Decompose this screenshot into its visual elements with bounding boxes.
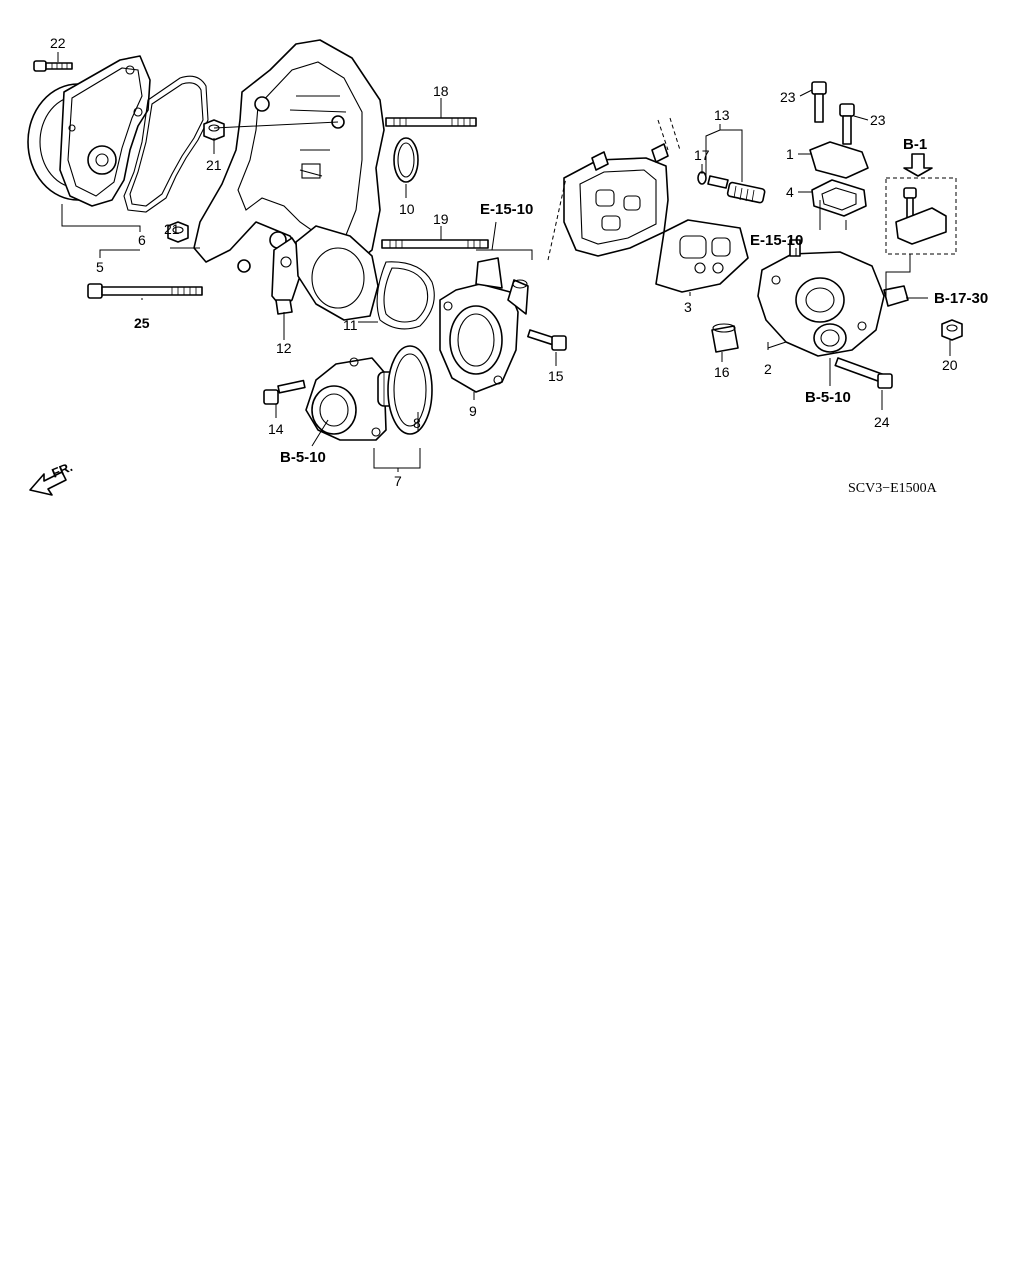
pump-gasket-6 xyxy=(123,75,209,213)
water-outlet-9 xyxy=(439,257,529,393)
callout-7: 7 xyxy=(394,473,402,489)
nut-21-top xyxy=(203,119,225,141)
callout-14: 14 xyxy=(268,421,284,437)
reference-labels: E-15-10 E-15-10 B-5-10 B-5-10 B-17-30 B-… xyxy=(280,136,988,466)
callout-24: 24 xyxy=(874,414,890,430)
callouts: 22 21 6 5 21 18 10 19 25 11 12 15 9 14 8… xyxy=(50,35,958,489)
gasket-3 xyxy=(655,219,749,293)
callout-1: 1 xyxy=(786,146,794,162)
callout-22: 22 xyxy=(50,35,66,51)
gasket-4 xyxy=(811,179,867,217)
callout-12: 12 xyxy=(276,340,292,356)
callout-11: 11 xyxy=(343,317,358,333)
o-ring-10 xyxy=(393,137,419,183)
callout-19: 19 xyxy=(433,211,449,227)
stud-19 xyxy=(381,239,489,249)
callout-15: 15 xyxy=(548,368,564,384)
fitting-16 xyxy=(711,323,739,353)
bracket-12 xyxy=(271,237,301,315)
callout-6: 6 xyxy=(138,232,146,248)
callout-4: 4 xyxy=(786,184,794,200)
bolt-22 xyxy=(33,60,73,72)
front-direction-arrow xyxy=(29,471,67,496)
callout-25: 25 xyxy=(134,315,150,331)
callout-9: 9 xyxy=(469,403,477,419)
stud-18 xyxy=(385,117,477,127)
callout-21-top: 21 xyxy=(206,157,222,173)
callout-17: 17 xyxy=(694,147,710,163)
ref-e-15-10-right: E-15-10 xyxy=(750,232,803,249)
callout-23-left: 23 xyxy=(780,89,796,105)
engine-housing xyxy=(193,39,385,273)
leader-lines xyxy=(57,52,951,472)
nut-21-lower xyxy=(167,221,189,243)
ref-e-15-10-center: E-15-10 xyxy=(480,201,533,218)
water-pump xyxy=(27,55,151,207)
callout-23-right: 23 xyxy=(870,112,886,128)
ref-b-5-10-right: B-5-10 xyxy=(805,389,851,406)
bolt-23-right xyxy=(839,103,855,145)
nut-20 xyxy=(941,319,963,341)
gasket-11 xyxy=(376,261,435,330)
sensor-13 xyxy=(707,175,766,204)
callout-13: 13 xyxy=(714,107,730,123)
bolt-23-left xyxy=(811,81,827,123)
callout-8: 8 xyxy=(413,415,421,431)
bolt-25 xyxy=(87,283,203,299)
manifold-section xyxy=(547,117,681,261)
bolt-15 xyxy=(527,329,567,351)
thermostat-gasket-8 xyxy=(387,345,433,435)
bolt-24 xyxy=(834,357,893,389)
coolant-housing-2 xyxy=(757,239,909,357)
callout-20: 20 xyxy=(942,357,958,373)
outlet-gasket-plate xyxy=(295,225,379,321)
front-direction-label: FR. xyxy=(50,459,75,481)
cover-plate-1 xyxy=(809,141,869,179)
callout-5: 5 xyxy=(96,259,104,275)
callout-21-lower: 21 xyxy=(164,221,180,237)
callout-3: 3 xyxy=(684,299,692,315)
callout-18: 18 xyxy=(433,83,449,99)
ref-b-5-10-left: B-5-10 xyxy=(280,449,326,466)
callout-2: 2 xyxy=(764,361,772,377)
callout-16: 16 xyxy=(714,364,730,380)
ref-b-17-30: B-17-30 xyxy=(934,290,988,307)
ref-b-1: B-1 xyxy=(903,136,927,153)
b1-inset xyxy=(885,153,957,255)
callout-10: 10 xyxy=(399,201,415,217)
thermostat-cover-7 xyxy=(305,357,387,441)
drawing-code: SCV3−E1500A xyxy=(848,481,938,496)
bolt-14 xyxy=(263,379,306,405)
